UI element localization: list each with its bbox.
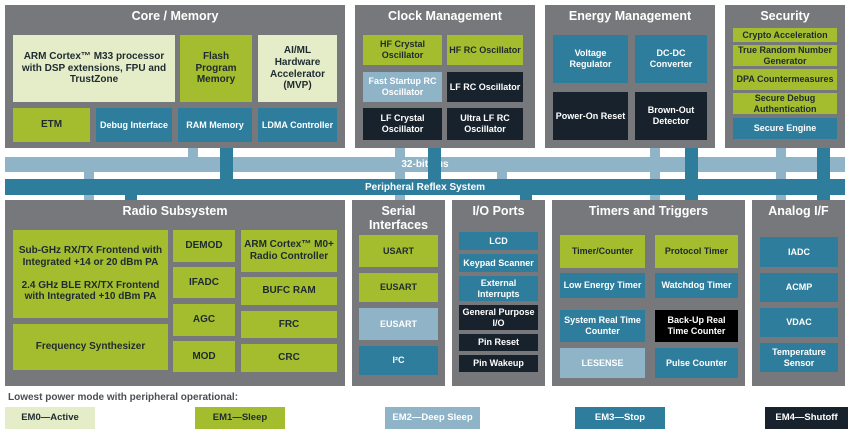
panel-security: Security Crypto Acceleration True Random… xyxy=(725,5,845,148)
block-iadc: IADC xyxy=(760,237,838,267)
bus-32bit-label: 32-bit bus xyxy=(401,159,449,170)
bus-connector xyxy=(395,148,405,200)
block-secure-debug-authentication: Secure Debug Authentication xyxy=(733,93,837,114)
block-i2c: I²C xyxy=(359,346,438,375)
block-hf-crystal-oscillator: HF Crystal Oscillator xyxy=(363,35,442,65)
block-low-energy-timer: Low Energy Timer xyxy=(560,273,645,298)
block-ram-memory: RAM Memory xyxy=(178,108,252,142)
bus-connector xyxy=(776,148,786,200)
radio-frontend-text: Sub-GHz RX/TX Frontend with Integrated +… xyxy=(15,245,166,303)
legend-em1-sleep: EM1—Sleep xyxy=(195,407,285,429)
bus-32bit: 32-bit bus xyxy=(5,157,845,172)
block-fast-startup-rc-oscillator: Fast Startup RC Oscillator xyxy=(363,72,442,102)
block-lf-crystal-oscillator: LF Crystal Oscillator xyxy=(363,108,442,140)
analog-if-title: Analog I/F xyxy=(768,204,829,218)
legend-em4-shutoff: EM4—Shutoff xyxy=(765,407,848,429)
bus-connector xyxy=(685,148,698,200)
bus-connector xyxy=(220,148,233,182)
block-lcd: LCD xyxy=(459,232,538,250)
block-pulse-counter: Pulse Counter xyxy=(655,348,738,378)
block-temperature-sensor: Temperature Sensor xyxy=(760,343,838,372)
bus-connector xyxy=(520,183,532,200)
block-radio-frontend: Sub-GHz RX/TX Frontend with Integrated +… xyxy=(13,230,168,318)
timers-triggers-title: Timers and Triggers xyxy=(588,204,709,218)
panel-io-ports: I/O Ports LCD Keypad Scanner External In… xyxy=(452,200,545,386)
bus-peripheral-reflex-system: Peripheral Reflex System xyxy=(5,179,845,195)
block-backup-real-time-counter: Back-Up Real Time Counter xyxy=(655,310,738,342)
legend-em3-stop: EM3—Stop xyxy=(575,407,665,429)
block-agc: AGC xyxy=(173,304,235,336)
panel-timers-triggers: Timers and Triggers Timer/Counter Protoc… xyxy=(552,200,745,386)
block-timer-counter: Timer/Counter xyxy=(560,235,645,268)
radio-subsystem-title: Radio Subsystem xyxy=(122,204,228,218)
panel-analog-if: Analog I/F IADC ACMP VDAC Temperature Se… xyxy=(752,200,845,386)
block-secure-engine: Secure Engine xyxy=(733,118,837,139)
block-general-purpose-io: General Purpose I/O xyxy=(459,305,538,330)
block-voltage-regulator: Voltage Regulator xyxy=(553,35,628,83)
block-crc: CRC xyxy=(241,344,337,372)
block-frc: FRC xyxy=(241,311,337,338)
prs-label: Peripheral Reflex System xyxy=(364,181,486,193)
block-protocol-timer: Protocol Timer xyxy=(655,235,738,268)
panel-clock-management: Clock Management HF Crystal Oscillator H… xyxy=(355,5,535,148)
legend-em0-active: EM0—Active xyxy=(5,407,95,429)
frontend-ble-line: 2.4 GHz BLE RX/TX Frontend with Integrat… xyxy=(21,279,160,303)
bus-connector xyxy=(188,148,198,160)
block-frequency-synthesizer: Frequency Synthesizer xyxy=(13,324,168,370)
io-ports-title: I/O Ports xyxy=(472,204,525,218)
block-pin-reset: Pin Reset xyxy=(459,334,538,351)
block-watchdog-timer: Watchdog Timer xyxy=(655,273,738,298)
energy-management-title: Energy Management xyxy=(568,9,692,23)
frontend-line-gap xyxy=(15,269,166,280)
panel-serial-interfaces: Serial Interfaces USART EUSART EUSART I²… xyxy=(352,200,445,386)
frontend-subghz-line: Sub-GHz RX/TX Frontend with Integrated +… xyxy=(18,244,163,268)
block-debug-interface: Debug Interface xyxy=(96,108,172,142)
panel-energy-management: Energy Management Voltage Regulator DC-D… xyxy=(545,5,715,148)
block-pin-wakeup: Pin Wakeup xyxy=(459,355,538,372)
block-bufc-ram: BUFC RAM xyxy=(241,277,337,305)
core-memory-title: Core / Memory xyxy=(131,9,219,23)
block-external-interrupts: External Interrupts xyxy=(459,276,538,301)
bus-connector xyxy=(125,183,137,200)
block-vdac: VDAC xyxy=(760,308,838,337)
serial-interfaces-title: Serial Interfaces xyxy=(368,204,429,232)
block-arm-cortex-m33: ARM Cortex™ M33 processor with DSP exten… xyxy=(13,35,175,102)
block-ldma-controller: LDMA Controller xyxy=(258,108,337,142)
block-true-random-number-generator: True Random Number Generator xyxy=(733,45,837,66)
block-dcdc-converter: DC-DC Converter xyxy=(635,35,707,83)
block-power-on-reset: Power-On Reset xyxy=(553,92,628,140)
block-mod: MOD xyxy=(173,341,235,372)
block-acmp: ACMP xyxy=(760,273,838,302)
security-title: Security xyxy=(760,9,810,23)
clock-management-title: Clock Management xyxy=(388,9,502,23)
block-ultra-lf-rc-oscillator: Ultra LF RC Oscillator xyxy=(447,108,523,140)
block-ifadc: IFADC xyxy=(173,267,235,298)
block-usart: USART xyxy=(359,235,438,267)
block-dpa-countermeasures: DPA Countermeasures xyxy=(733,69,837,90)
block-keypad-scanner: Keypad Scanner xyxy=(459,254,538,272)
legend-em2-deep-sleep: EM2—Deep Sleep xyxy=(385,407,480,429)
block-etm: ETM xyxy=(13,108,90,142)
legend-caption: Lowest power mode with peripheral operat… xyxy=(8,392,239,403)
block-system-real-time-counter: System Real Time Counter xyxy=(560,310,645,342)
block-crypto-acceleration: Crypto Acceleration xyxy=(733,28,837,42)
block-flash-program-memory: Flash Program Memory xyxy=(180,35,252,102)
bus-connector xyxy=(428,148,441,182)
panel-core-memory: Core / Memory ARM Cortex™ M33 processor … xyxy=(5,5,345,148)
block-lf-rc-oscillator: LF RC Oscillator xyxy=(447,72,523,102)
panel-radio-subsystem: Radio Subsystem Sub-GHz RX/TX Frontend w… xyxy=(5,200,345,386)
block-eusart-1: EUSART xyxy=(359,273,438,302)
bus-connector xyxy=(650,148,660,200)
block-arm-cortex-m0-radio-controller: ARM Cortex™ M0+ Radio Controller xyxy=(241,230,337,272)
block-demod: DEMOD xyxy=(173,230,235,262)
block-lesense: LESENSE xyxy=(560,348,645,378)
bus-connector xyxy=(817,148,830,200)
block-hf-rc-oscillator: HF RC Oscillator xyxy=(447,35,523,65)
block-eusart-2: EUSART xyxy=(359,308,438,340)
block-brown-out-detector: Brown-Out Detector xyxy=(635,92,707,140)
block-aiml-accelerator: AI/ML Hardware Accelerator (MVP) xyxy=(258,35,337,102)
